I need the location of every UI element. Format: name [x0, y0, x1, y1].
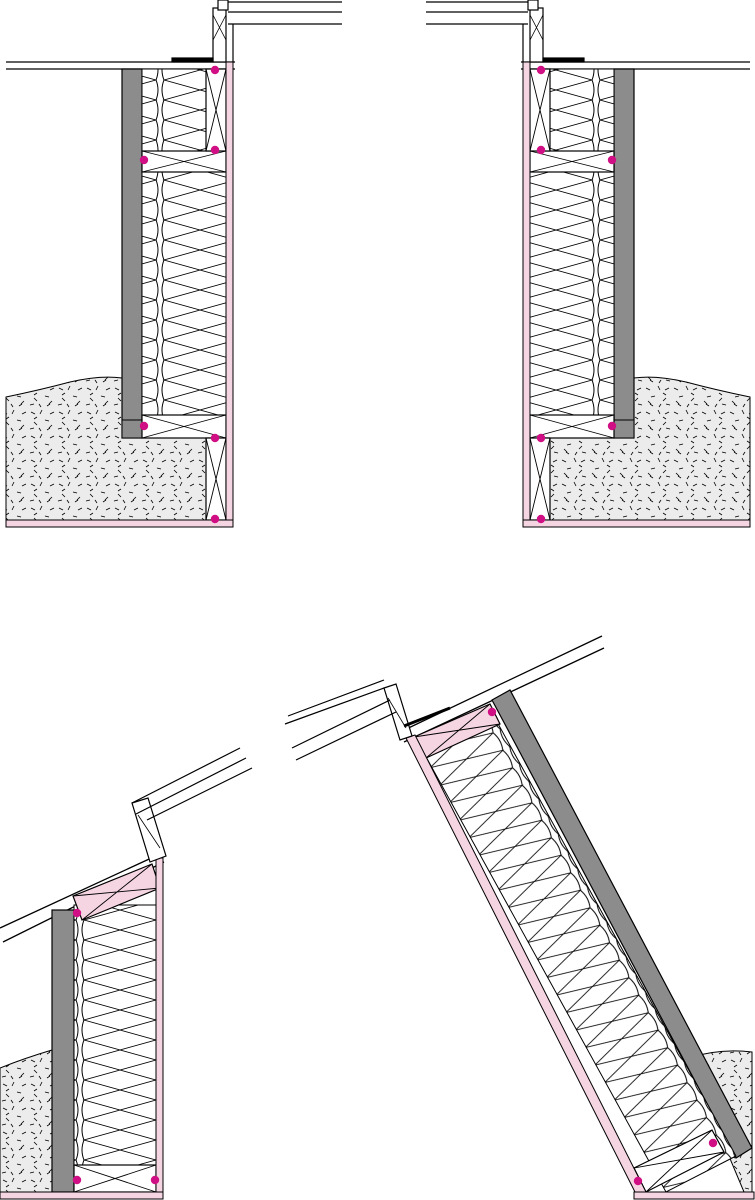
air-barrier-membrane — [5, 61, 234, 528]
soil-fill — [0, 1049, 53, 1193]
panel-bottom-right — [284, 635, 755, 1200]
foundation-wall — [491, 689, 753, 1159]
wood-blocking — [73, 1164, 157, 1193]
foundation-wall — [121, 68, 143, 439]
window-frame — [131, 747, 253, 863]
air-barrier-membrane — [155, 857, 164, 1193]
sealant-dot — [487, 707, 718, 1186]
window-frame — [171, 0, 342, 63]
sealant-dot — [139, 65, 220, 524]
panel-bottom-left — [0, 747, 253, 1200]
batt-insulation — [424, 719, 737, 1193]
panel-top-right — [426, 0, 751, 528]
batt-insulation — [141, 68, 207, 152]
panel-top-left — [5, 0, 342, 528]
batt-insulation — [73, 904, 157, 1166]
window-frame — [284, 679, 451, 761]
foundation-wall — [51, 909, 75, 1193]
sealant-dot — [72, 908, 160, 1185]
